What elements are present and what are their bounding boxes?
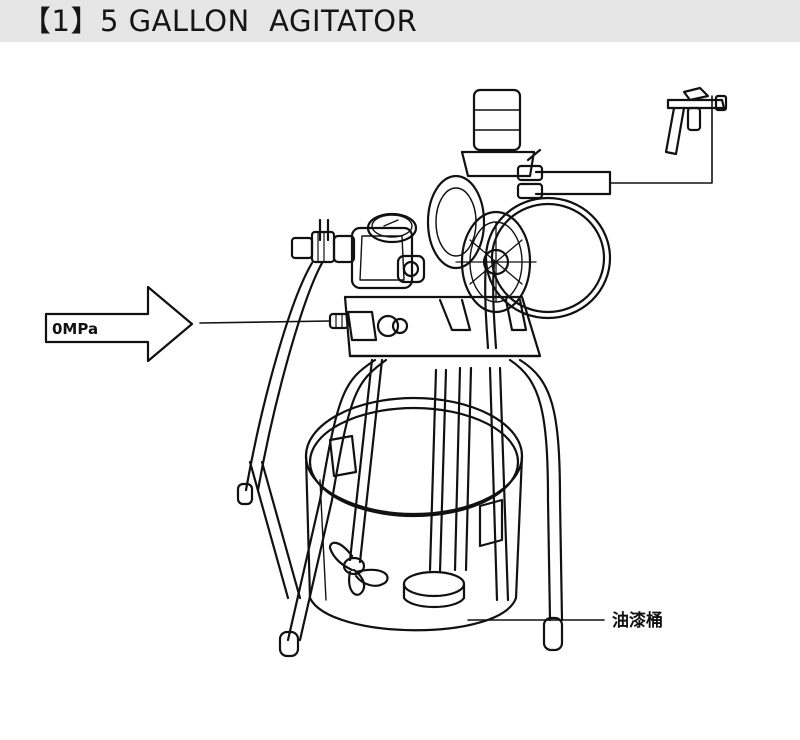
stand-front-legs — [278, 358, 564, 658]
air-inlet-arrow — [44, 285, 194, 363]
agitator-diagram: 0MPa 油漆桶 — [44, 86, 728, 658]
spray-gun — [664, 86, 728, 156]
page-title: 【1】5 GALLON AGITATOR — [22, 4, 418, 38]
gun-connector — [534, 123, 713, 196]
diaphragm-pump — [426, 88, 544, 332]
paint-bucket-label: 油漆桶 — [612, 610, 663, 631]
mounting-plate — [343, 295, 542, 358]
pressure-label: 0MPa — [52, 320, 98, 338]
title-bar: 【1】5 GALLON AGITATOR — [0, 0, 800, 42]
hose-loop — [484, 196, 612, 350]
paint-bucket — [304, 396, 524, 632]
air-regulator — [290, 212, 426, 342]
inlet-pointer-line — [199, 320, 331, 324]
agitator-shaft — [328, 358, 389, 596]
stand-rear-legs — [236, 261, 324, 600]
suction-tube — [402, 368, 466, 608]
